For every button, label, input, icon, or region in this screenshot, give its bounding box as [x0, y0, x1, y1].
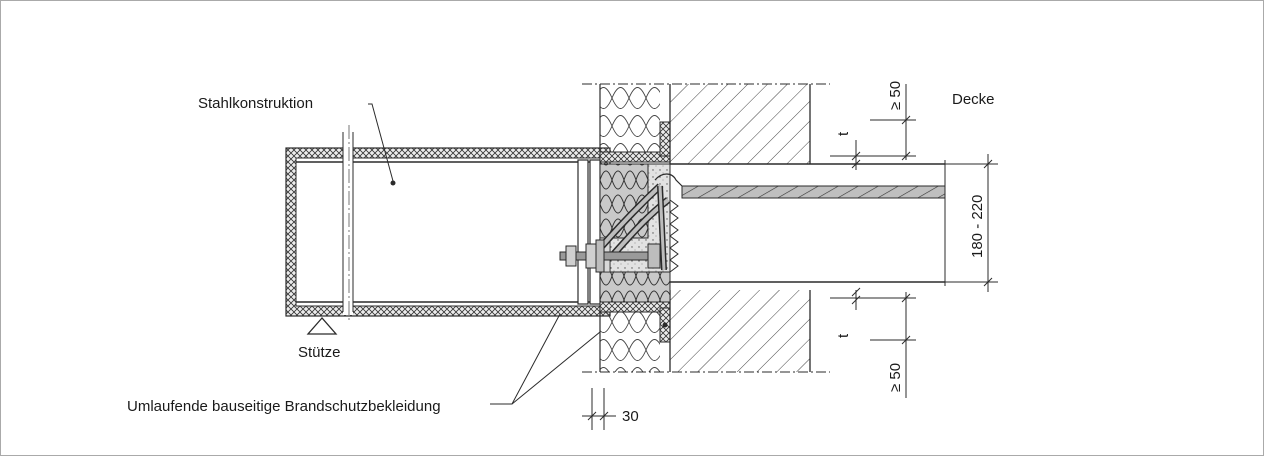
label-column: Stütze: [298, 344, 341, 361]
steel-marker: [390, 180, 396, 186]
support-icon: [306, 317, 338, 335]
label-cladding: Umlaufende bauseitige Brandschutzbekleid…: [127, 398, 441, 415]
dim-t-bottom: t: [835, 333, 852, 338]
dimensions: [582, 84, 998, 430]
concrete-wall: [582, 83, 830, 373]
dim-bottom-min: ≥ 50: [887, 363, 904, 392]
dim-slab-thickness: 180 - 220: [969, 195, 986, 258]
connector-rods: [599, 173, 683, 271]
leader-lines: [368, 103, 601, 405]
steel-beam: [285, 125, 611, 320]
dim-top-min: ≥ 50: [887, 81, 904, 110]
label-steel: Stahlkonstruktion: [198, 95, 313, 112]
anchor-bolt: [559, 239, 661, 273]
dim-t-top: t: [835, 131, 852, 136]
dim-gap: 30: [622, 408, 639, 425]
label-slab: Decke: [952, 91, 995, 108]
